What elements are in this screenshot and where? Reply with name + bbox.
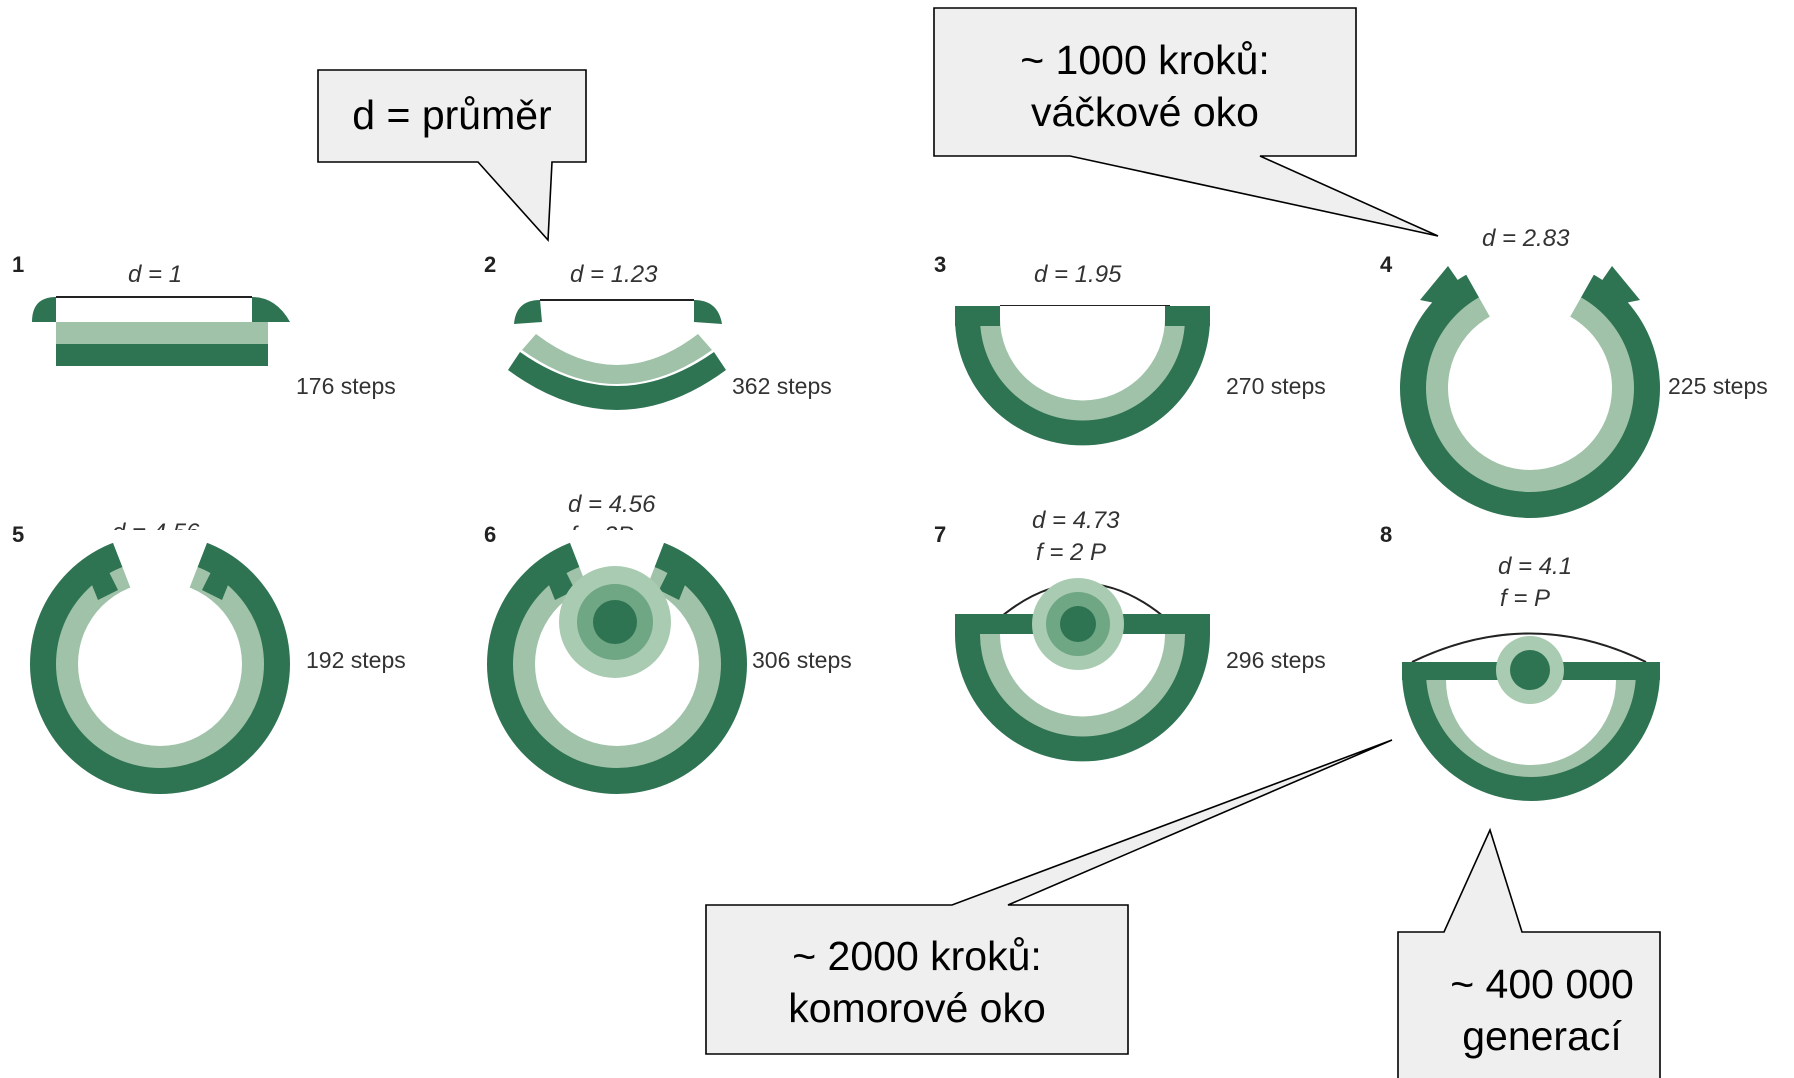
stage-6: 6 d = 4.56 f = 3P 306 steps — [484, 491, 852, 794]
callout-cup-eye-line1: ~ 1000 kroků: — [1020, 37, 1270, 83]
stage-steps: 225 steps — [1668, 373, 1768, 399]
callout-cup-eye: ~ 1000 kroků: váčkové oko — [933, 7, 1439, 237]
stage-number: 6 — [484, 522, 496, 547]
stage-1: 1 d = 1 176 steps — [12, 252, 396, 399]
callout-cup-eye-line2: váčkové oko — [1031, 89, 1259, 135]
stage-steps: 192 steps — [306, 647, 406, 673]
eye-shape-4 — [1400, 246, 1660, 518]
eye-shape-8 — [1402, 632, 1660, 801]
stage-4: 4 d = 2.83 225 steps — [1380, 225, 1768, 518]
callout-camera-eye: ~ 2000 kroků: komorové oko — [705, 739, 1393, 1055]
callout-diameter-text: d = průměr — [352, 92, 551, 138]
stage-number: 3 — [934, 252, 946, 277]
stage-2: 2 d = 1.23 362 steps — [484, 252, 832, 410]
stage-number: 7 — [934, 522, 946, 547]
eye-shape-6 — [487, 530, 747, 794]
stage-7: 7 d = 4.73 f = 2 P 296 steps — [934, 507, 1326, 762]
stage-steps: 270 steps — [1226, 373, 1326, 399]
stage-focal-length: f = 2 P — [1036, 539, 1106, 566]
stage-number: 2 — [484, 252, 496, 277]
stage-diameter: d = 1 — [128, 261, 182, 288]
stage-3: 3 d = 1.95 270 steps — [934, 252, 1326, 446]
stage-8: 8 d = 4.1 f = P — [1380, 522, 1660, 801]
eye-shape-2 — [508, 299, 726, 410]
stage-steps: 296 steps — [1226, 647, 1326, 673]
eye-shape-5 — [30, 530, 290, 794]
stage-diameter: d = 4.56 — [568, 491, 656, 518]
callout-camera-eye-line2: komorové oko — [788, 985, 1046, 1031]
callout-camera-eye-line1: ~ 2000 kroků: — [792, 933, 1042, 979]
stage-5: 5 d = 4.56 192 steps — [12, 519, 406, 794]
stage-diameter: d = 4.73 — [1032, 507, 1120, 534]
stage-number: 4 — [1380, 252, 1393, 277]
callout-generations-line2: generací — [1462, 1013, 1622, 1059]
stage-diameter: d = 4.1 — [1498, 553, 1572, 580]
stage-number: 8 — [1380, 522, 1392, 547]
callout-generations: ~ 400 000 generací — [1397, 827, 1661, 1078]
eye-shape-3 — [955, 305, 1210, 446]
stage-diameter: d = 1.23 — [570, 261, 658, 288]
stage-focal-length: f = P — [1500, 585, 1550, 612]
callout-diameter: d = průměr — [317, 69, 587, 242]
stage-steps: 176 steps — [296, 373, 396, 399]
eye-shape-1 — [32, 296, 290, 366]
stage-number: 1 — [12, 252, 24, 277]
callout-generations-line1: ~ 400 000 — [1450, 961, 1634, 1007]
stage-steps: 306 steps — [752, 647, 852, 673]
eye-shape-7 — [955, 578, 1210, 762]
stage-steps: 362 steps — [732, 373, 832, 399]
stage-number: 5 — [12, 522, 24, 547]
stage-diameter: d = 1.95 — [1034, 261, 1122, 288]
